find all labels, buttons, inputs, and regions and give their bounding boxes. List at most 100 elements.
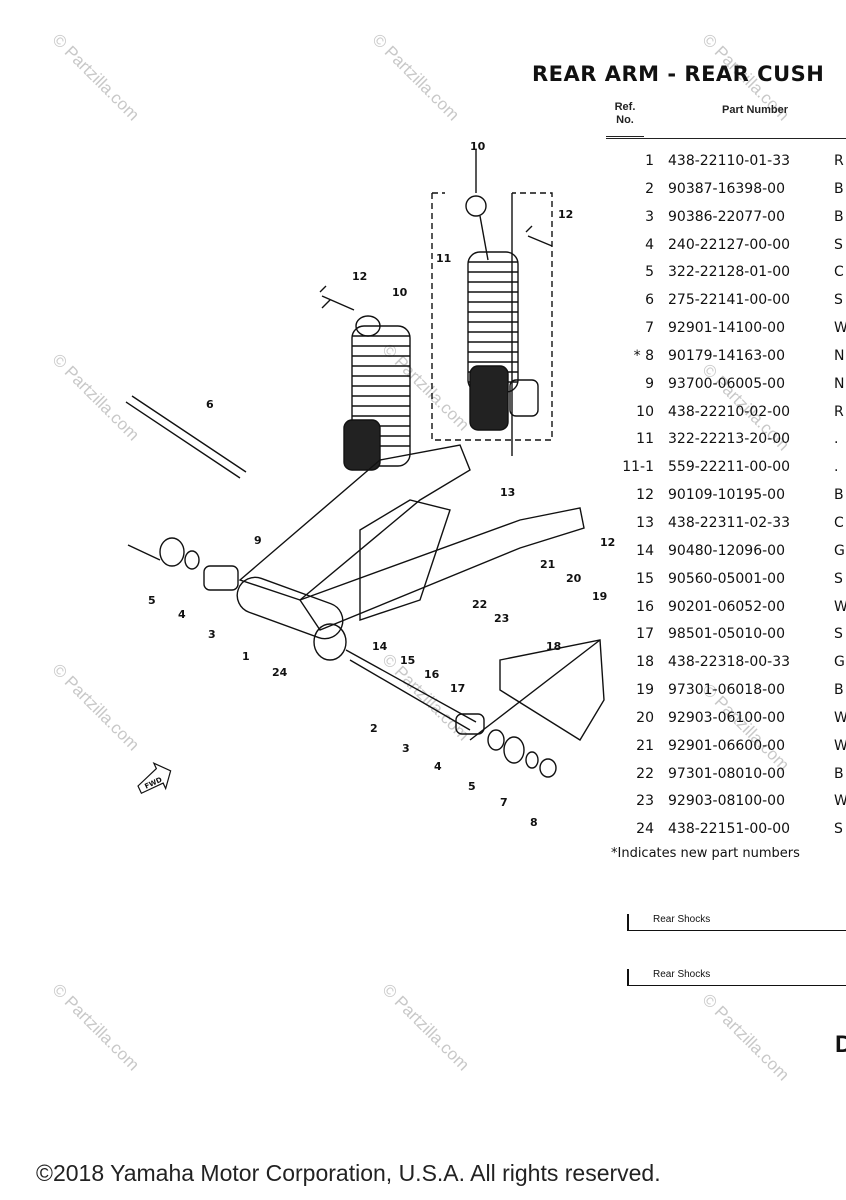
callout-23: 23 [494,612,509,625]
part-number: 92901-14100-00 [668,320,785,337]
part-description: . [834,459,839,476]
callout-24: 24 [272,666,288,679]
part-description: S [834,292,843,309]
ref-number: 5 [645,264,654,281]
ref-number: * 8 [633,347,654,364]
part-number: 322-22213-20-00 [668,431,791,448]
ref-number: 18 [636,654,654,671]
callout-7: 7 [500,796,508,809]
callout-20: 20 [566,572,582,585]
part-description: W [834,709,846,726]
parts-row[interactable]: 18 438-22318-00-33 G [600,649,846,677]
part-number: 438-22151-00-00 [668,821,791,838]
callout-12: 12 [352,270,367,283]
header-divider [606,138,846,139]
part-number: 438-22311-02-33 [668,514,791,531]
part-number: 90109-10195-00 [668,487,785,504]
part-number: 90179-14163-00 [668,347,785,364]
part-number: 90480-12096-00 [668,542,785,559]
part-description: B [834,487,844,504]
part-description: G [834,654,845,671]
callout-3: 3 [208,628,216,641]
parts-row[interactable]: 3 90386-22077-00 B [600,204,846,232]
part-number: 90386-22077-00 [668,208,785,225]
rear-shocks-label: Rear Shocks [653,969,711,980]
parts-row[interactable]: 24 438-22151-00-00 S [600,816,846,844]
ref-number: 1 [645,153,654,169]
header-divider [606,136,644,137]
callout-3: 3 [402,742,410,755]
part-description: S [834,821,843,838]
part-description: B [834,682,844,699]
part-description: R [834,403,844,420]
ref-number: 4 [645,236,654,253]
ref-number: 10 [636,403,654,420]
ref-number: 11 [636,431,654,448]
watermark: © Partzilla.com [48,980,144,1075]
part-description: W [834,737,846,754]
parts-row[interactable]: 12 90109-10195-00 B [600,482,846,510]
part-number: 98501-05010-00 [668,626,785,643]
part-description: W [834,793,846,810]
parts-row[interactable]: 10 438-22210-02-00 R [600,399,846,427]
ref-number: 17 [636,626,654,643]
part-number: 438-22318-00-33 [668,654,791,671]
rear-shocks-box[interactable]: Rear Shocks [627,969,846,986]
part-description: G [834,542,845,559]
watermark: © Partzilla.com [378,980,474,1075]
ref-number: 11-1 [622,459,654,476]
ref-number: 15 [636,570,654,587]
callout-1: 1 [242,650,250,663]
part-number: 92903-06100-00 [668,709,785,726]
part-description: S [834,570,843,587]
callout-10: 10 [392,286,408,299]
callout-5: 5 [468,780,476,793]
part-description: N [834,375,845,392]
ref-number: 2 [645,180,654,197]
ref-number: 3 [645,208,654,225]
ref-number: 21 [636,737,654,754]
ref-number: 24 [636,821,654,838]
callout-4: 4 [434,760,442,773]
part-number: 93700-06005-00 [668,375,785,392]
part-number: 90387-16398-00 [668,180,785,197]
callout-17: 17 [450,682,465,695]
callout-15: 15 [400,654,415,667]
part-number: 97301-08010-00 [668,765,785,782]
part-description: W [834,598,846,615]
column-header-ref: Ref. No. [614,101,636,126]
part-description: C [834,264,844,281]
part-description: R [834,153,844,169]
ref-number: 12 [636,487,654,504]
part-number: 438-22210-02-00 [668,403,791,420]
ref-number: 7 [645,320,654,337]
rear-shocks-label: Rear Shocks [653,914,711,925]
part-description: B [834,208,844,225]
callout-12: 12 [600,536,615,549]
callout-13: 13 [500,486,515,499]
callout-22: 22 [472,598,487,611]
part-description: C [834,514,844,531]
rear-shocks-box[interactable]: Rear Shocks [627,914,846,931]
